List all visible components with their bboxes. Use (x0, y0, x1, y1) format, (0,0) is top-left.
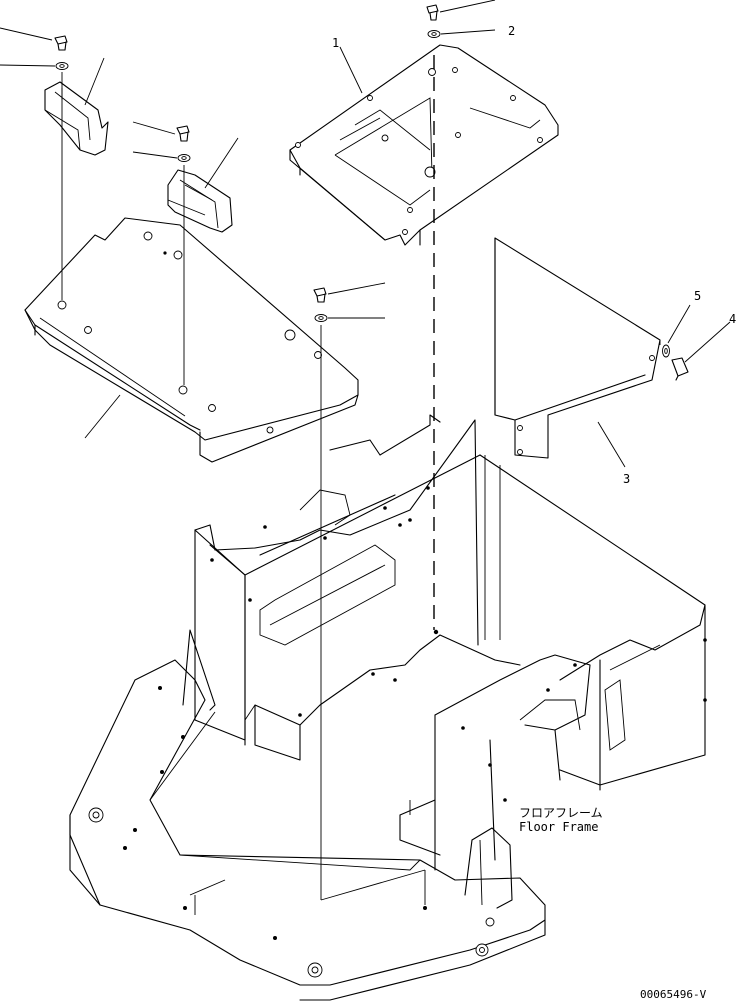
part-number-2: 2 (508, 24, 515, 38)
part-number-5: 5 (694, 289, 701, 303)
leader-lines (0, 0, 731, 468)
part-number-1: 1 (332, 36, 339, 50)
fasteners (54, 4, 689, 381)
part-number-4: 4 (729, 312, 736, 326)
left-floor-plate (24, 217, 359, 463)
side-cover (494, 237, 661, 459)
bracket-left (44, 81, 109, 156)
drawing-code: 00065496-V (640, 988, 707, 1001)
part-number-3: 3 (623, 472, 630, 486)
top-right-plate (289, 44, 559, 246)
center-lines (61, 55, 435, 905)
bracket-middle (167, 169, 233, 233)
floor-frame-label-jp: フロアフレーム (519, 806, 603, 820)
floor-frame (69, 414, 707, 1001)
floor-frame-label-en: Floor Frame (519, 820, 598, 834)
assembly-label: フロアフレーム Floor Frame (519, 806, 603, 834)
part-number-labels: 1 2 3 4 5 (332, 24, 736, 486)
